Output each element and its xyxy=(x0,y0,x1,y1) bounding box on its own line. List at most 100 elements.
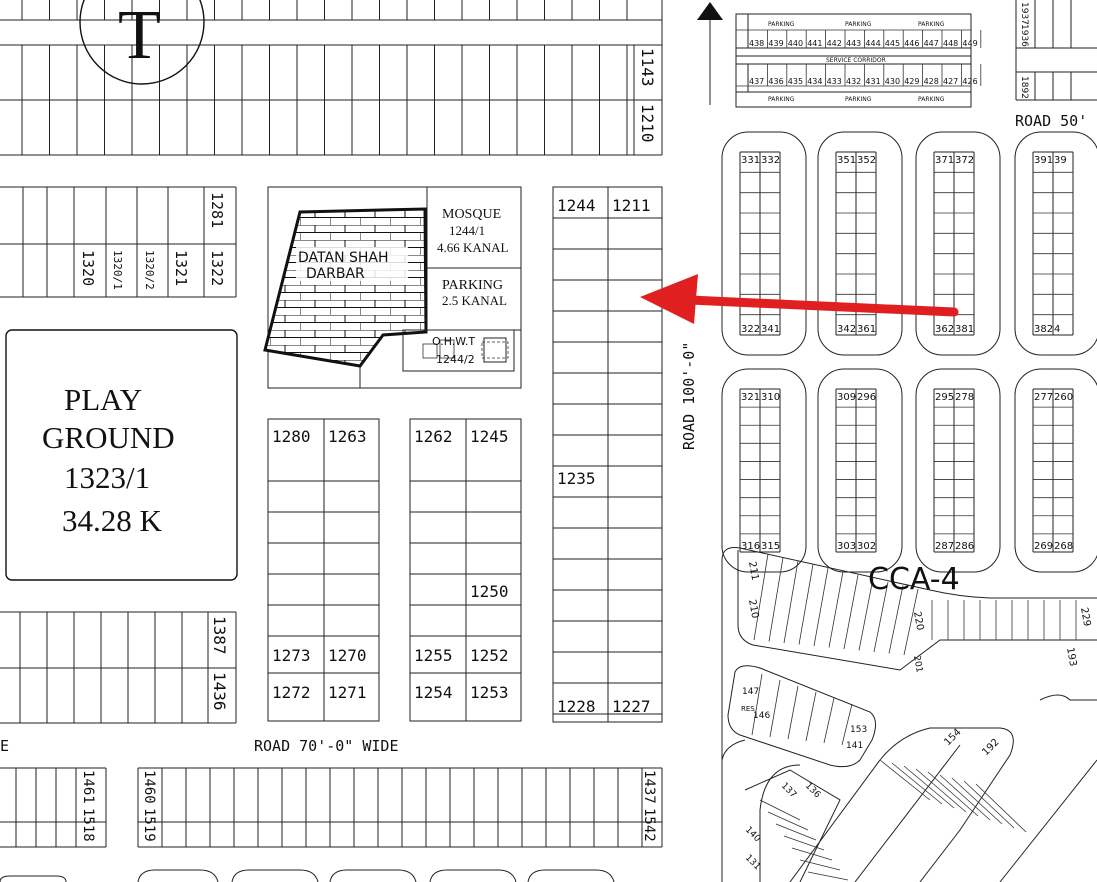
plot-label: 372 xyxy=(955,155,974,166)
plot-label: 315 xyxy=(761,541,780,552)
plot-divider xyxy=(843,574,859,650)
north-arrow-marker xyxy=(697,2,723,105)
plot-divider xyxy=(823,697,835,744)
plot-label: 154 xyxy=(942,727,963,748)
play-ground-line1: PLAY xyxy=(64,382,142,417)
plot-label: 1937 xyxy=(1019,2,1029,25)
plot-label: 147 xyxy=(742,687,759,697)
plot-label: 341 xyxy=(761,324,780,335)
play-ground: PLAY GROUND 1323/1 34.28 K xyxy=(5,329,238,581)
plot-label: 136 xyxy=(803,781,822,800)
mid-plot-block-b: 1262 1245 1250 1255 1252 1254 1253 xyxy=(409,418,522,722)
plot-label: 229 xyxy=(1078,607,1092,628)
plot-label: 1235 xyxy=(557,469,596,488)
plot-divider xyxy=(783,560,799,644)
parking-label: PARKING xyxy=(918,96,945,103)
service-corridor-label: SERVICE CORRIDOR xyxy=(826,57,886,64)
plot-label: 268 xyxy=(1054,541,1073,552)
plot-label: 440 xyxy=(788,39,803,48)
plot-label: 1262 xyxy=(414,427,453,446)
plot-label: 362 xyxy=(935,324,954,335)
rounded-block-outline xyxy=(817,131,903,356)
plot-label: 1281 xyxy=(208,192,226,228)
play-ground-line2: GROUND xyxy=(42,420,175,455)
plot-label: 1936 xyxy=(1019,24,1029,47)
plot-label: 140 xyxy=(743,825,762,844)
plot-label: 427 xyxy=(943,77,958,86)
plot-label: 437 xyxy=(749,77,764,86)
plot-label: 1387 xyxy=(210,616,229,655)
plot-divider xyxy=(751,673,763,736)
plot-label: 1460 xyxy=(141,770,157,804)
plot-label: 146 xyxy=(753,711,770,721)
plot-label: 1320/1 xyxy=(111,250,124,290)
plot-divider xyxy=(888,585,904,654)
plot-label: 278 xyxy=(955,392,974,403)
plot-divider xyxy=(759,799,801,821)
plot-label: 201 xyxy=(911,655,924,674)
cca-label: CCA-4 xyxy=(868,562,960,597)
plot-label: 352 xyxy=(857,155,876,166)
plot-divider xyxy=(873,581,889,653)
plot-label: 436 xyxy=(768,77,783,86)
rounded-block-outline xyxy=(1014,131,1097,356)
plot-label: 1253 xyxy=(470,683,509,702)
plot-divider xyxy=(927,771,979,817)
plot-label: 1211 xyxy=(612,196,651,215)
plot-label: 433 xyxy=(827,77,842,86)
plot-label: 448 xyxy=(943,39,958,48)
plot-label: 1210 xyxy=(638,104,657,143)
plot-label: 1892 xyxy=(1019,76,1029,99)
plot-label: 1271 xyxy=(328,683,367,702)
plot-divider xyxy=(791,847,833,861)
curved-plot-area: 211 210 220 201 229 193 147 RES 146 153 … xyxy=(721,547,1097,882)
bottom-left-strip: 1461 1518 xyxy=(0,767,107,848)
plot-divider xyxy=(951,777,1003,825)
plot-divider xyxy=(783,835,825,851)
plot-label: 1228 xyxy=(557,697,596,716)
plot-label: 193 xyxy=(1064,647,1078,668)
plot-label: 351 xyxy=(837,155,856,166)
plot-label: 1255 xyxy=(414,646,453,665)
plot-label: 446 xyxy=(904,39,919,48)
plot-divider xyxy=(903,765,955,809)
plot-divider xyxy=(807,871,849,881)
plot-label: 1437 xyxy=(641,770,657,804)
plot-label: 220 xyxy=(911,611,925,632)
plot-divider xyxy=(798,564,814,645)
plot-label: 447 xyxy=(924,39,939,48)
plot-label: 302 xyxy=(857,541,876,552)
plot-label: 4 xyxy=(1054,324,1060,335)
plot-label: 192 xyxy=(980,737,1001,758)
plot-label: 1227 xyxy=(612,697,651,716)
plot-label: 211 xyxy=(746,561,760,582)
plot-label: 441 xyxy=(807,39,822,48)
right-plot-column: 1244 1211 1235 1228 1227 xyxy=(552,186,663,723)
plot-label: 1252 xyxy=(470,646,509,665)
rounded-block-outline xyxy=(817,368,903,573)
plot-label: 1270 xyxy=(328,646,367,665)
plot-label: 137 xyxy=(779,781,798,800)
plot-divider xyxy=(975,783,1027,833)
plot-label: 277 xyxy=(1034,392,1053,403)
shrine-footprint xyxy=(263,207,428,368)
plot-label: 428 xyxy=(924,77,939,86)
plot-label: 332 xyxy=(761,155,780,166)
mosque-shrine-block: DATAN SHAH DARBAR MOSQUE 1244/1 4.66 KAN… xyxy=(263,186,522,389)
plot-label: 39 xyxy=(1054,155,1067,166)
plot-label: 442 xyxy=(827,39,842,48)
parking-area: 2.5 KANAL xyxy=(442,293,507,308)
plot-divider xyxy=(915,768,967,813)
lower-left-strip: 1387 1436 xyxy=(0,611,237,724)
plot-divider xyxy=(841,703,853,746)
plot-label: 260 xyxy=(1054,392,1073,403)
plot-label: 434 xyxy=(807,77,822,86)
plot-divider xyxy=(767,811,809,831)
plot-label: 1519 xyxy=(141,808,157,842)
mid-plot-block-a: 1280 1263 1273 1270 1272 1271 xyxy=(267,418,380,722)
plot-divider xyxy=(903,588,919,656)
plot-label: 1254 xyxy=(414,683,453,702)
plot-label: 430 xyxy=(885,77,900,86)
parking-title: PARKING xyxy=(442,278,503,293)
play-ground-plot: 1323/1 xyxy=(64,460,150,495)
